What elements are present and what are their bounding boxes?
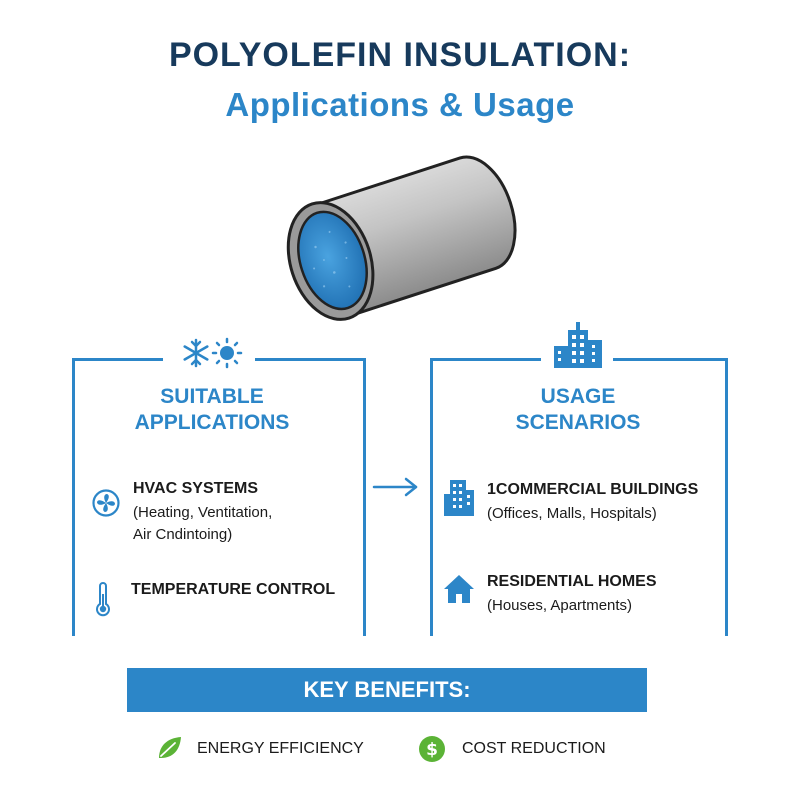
- cost-reduction-label: COST REDUCTION: [462, 740, 606, 757]
- arrow-right-icon: [372, 477, 418, 497]
- snowflake-sun-icon: [183, 337, 243, 369]
- thermometer-icon: [96, 582, 110, 617]
- left-heading-line1: SUITABLE: [160, 385, 264, 408]
- buildings-icon: [554, 322, 602, 368]
- page-subtitle: Applications & Usage: [225, 86, 575, 123]
- energy-efficiency-label: ENERGY EFFICIENCY: [197, 740, 364, 757]
- page-title: POLYOLEFIN INSULATION:: [168, 36, 632, 74]
- residential-homes-title: RESIDENTIAL HOMES: [487, 573, 657, 590]
- panel-border-gap: [163, 356, 255, 364]
- commercial-buildings-sub: (Offices, Malls, Hospitals): [487, 505, 657, 522]
- temperature-control-title: TEMPERATURE CONTROL: [131, 581, 336, 598]
- suitable-applications-panel: [72, 356, 366, 636]
- snowflake-icon: [183, 338, 209, 368]
- office-building-icon: [444, 480, 474, 516]
- svg-text:$: $: [426, 740, 438, 760]
- residential-homes-sub: (Houses, Apartments): [487, 597, 633, 614]
- hvac-sub-line1: (Heating, Ventitation,: [133, 504, 273, 521]
- leaf-icon: [159, 737, 181, 758]
- fan-icon: [92, 489, 120, 517]
- right-panel-heading: USAGE SCENARIOS: [460, 384, 696, 436]
- key-benefits-banner: KEY BENEFITS:: [127, 668, 647, 712]
- dollar-icon: $: [419, 736, 445, 762]
- hvac-title: HVAC SYSTEMS: [133, 480, 259, 497]
- hvac-sub-line2: Air Cndintoing): [133, 526, 233, 543]
- right-heading-line1: USAGE: [540, 385, 616, 408]
- house-icon: [444, 575, 474, 603]
- insulated-pipe-icon: [286, 155, 517, 321]
- left-heading-line2: APPLICATIONS: [134, 411, 290, 434]
- commercial-buildings-title: 1COMMERCIAL BUILDINGS: [487, 481, 699, 498]
- sun-icon: [211, 337, 243, 369]
- left-panel-heading: SUITABLE APPLICATIONS: [92, 384, 332, 436]
- right-heading-line2: SCENARIOS: [515, 411, 641, 434]
